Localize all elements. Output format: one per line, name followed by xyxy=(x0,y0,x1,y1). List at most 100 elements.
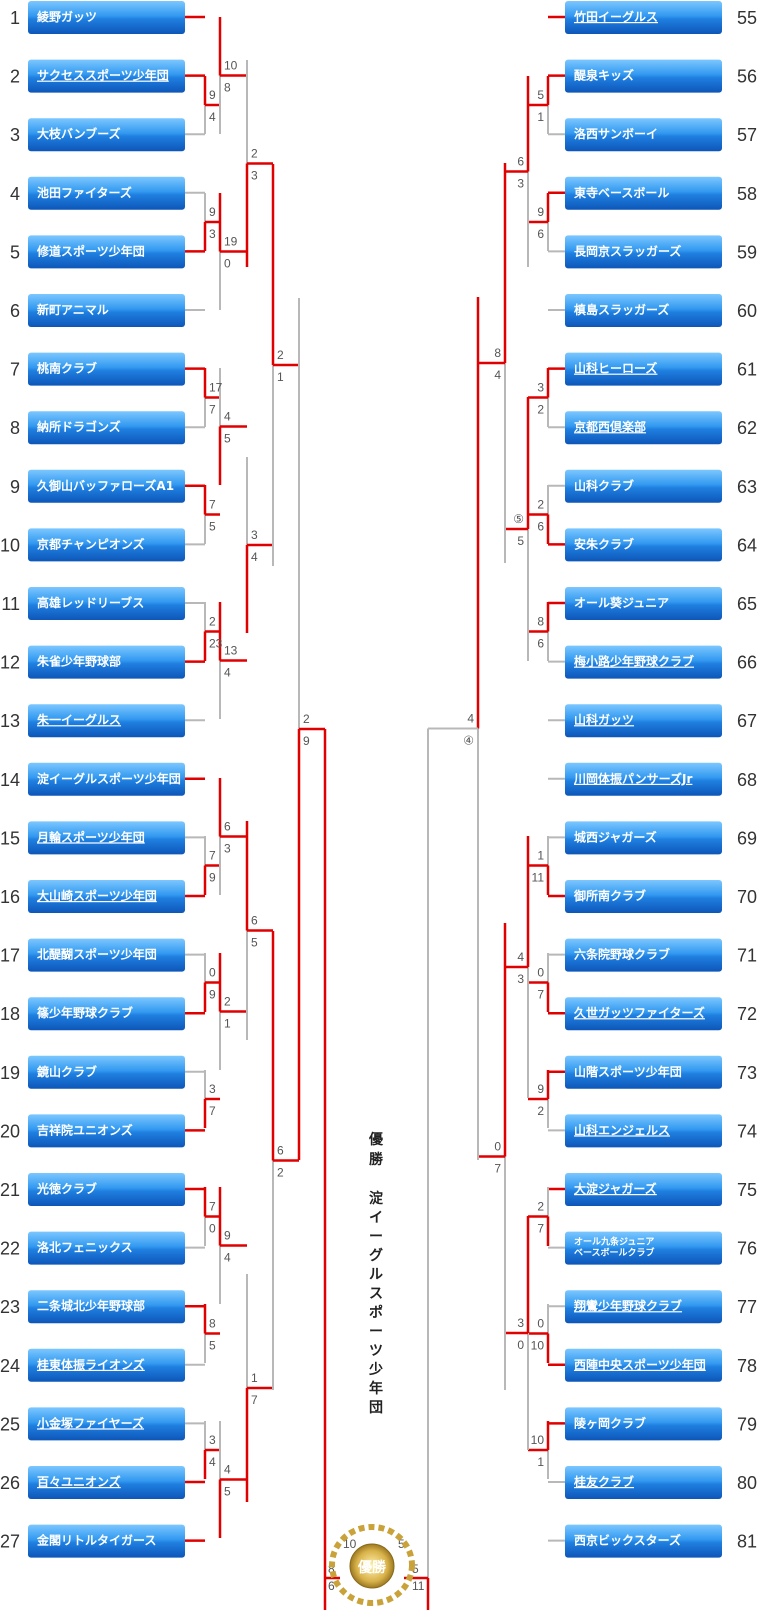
team-box[interactable] xyxy=(28,762,185,796)
team-box[interactable] xyxy=(565,762,722,796)
team-box[interactable] xyxy=(565,1055,722,1089)
team-box[interactable] xyxy=(565,118,722,152)
team-box[interactable] xyxy=(28,352,185,386)
team-box[interactable] xyxy=(565,235,722,269)
team-box[interactable] xyxy=(565,59,722,93)
team-box[interactable] xyxy=(565,938,722,972)
team-box[interactable] xyxy=(565,880,722,913)
team-box[interactable] xyxy=(28,1055,185,1089)
team-box[interactable] xyxy=(28,1524,185,1558)
team-box[interactable] xyxy=(28,1407,185,1441)
team-box[interactable] xyxy=(28,469,185,503)
team-name[interactable]: 梅小路少年野球クラブ xyxy=(574,654,694,669)
team-box[interactable] xyxy=(28,294,185,327)
team-name[interactable]: 翔鸞少年野球クラブ xyxy=(573,1298,682,1313)
team-name[interactable]: 月輪スポーツ少年団 xyxy=(36,829,145,844)
team-name[interactable]: 竹田イーグルス xyxy=(573,9,658,24)
team-box[interactable] xyxy=(565,1466,722,1499)
team-box[interactable] xyxy=(565,1524,722,1558)
team-box[interactable] xyxy=(565,587,722,620)
team-box[interactable] xyxy=(28,938,185,972)
team-box[interactable] xyxy=(28,821,185,855)
team-name[interactable]: 京都西倶楽部 xyxy=(574,419,646,434)
team-name[interactable]: 山科エンジェルス xyxy=(574,1122,670,1137)
team-box[interactable] xyxy=(28,587,185,620)
team-box[interactable] xyxy=(28,1466,185,1499)
team-box[interactable] xyxy=(28,1290,185,1324)
team-box[interactable] xyxy=(28,645,185,679)
team-name[interactable]: 朱一イーグルス xyxy=(37,712,121,727)
team-box[interactable] xyxy=(565,528,722,562)
team-name[interactable]: サクセススポーツ少年団 xyxy=(37,68,169,83)
team-box[interactable] xyxy=(565,1290,722,1324)
team-box[interactable] xyxy=(28,1348,185,1382)
team-box[interactable] xyxy=(28,1,185,34)
team-box[interactable] xyxy=(565,1407,722,1441)
team-box[interactable] xyxy=(565,294,722,327)
team-name[interactable]: 川岡体振パンサーズJr xyxy=(573,771,692,786)
team-box[interactable] xyxy=(565,997,722,1031)
team-box[interactable] xyxy=(28,176,185,210)
team-box[interactable] xyxy=(28,880,185,913)
team-name[interactable]: 大山崎スポーツ少年団 xyxy=(37,888,157,903)
team-box[interactable] xyxy=(565,704,722,738)
team-box[interactable] xyxy=(28,118,185,152)
team-box[interactable] xyxy=(28,235,185,269)
team-box[interactable] xyxy=(565,1231,722,1265)
team-name[interactable]: 久世ガッツファイターズ xyxy=(574,1005,705,1020)
team-name[interactable]: 百々ユニオンズ xyxy=(37,1474,121,1489)
team-box[interactable] xyxy=(28,528,185,562)
team-box[interactable] xyxy=(565,1348,722,1382)
team-name[interactable]: 西陣中央スポーツ少年団 xyxy=(574,1357,706,1372)
team-name[interactable]: 小金塚ファイヤーズ xyxy=(37,1415,144,1430)
team-name[interactable]: 山科ガッツ xyxy=(574,712,634,727)
team-box[interactable] xyxy=(565,1114,722,1148)
team-box[interactable] xyxy=(565,176,722,210)
team-box[interactable] xyxy=(28,411,185,445)
team-box[interactable] xyxy=(565,469,722,503)
team-box[interactable] xyxy=(28,1173,185,1206)
team-name[interactable]: 桂東体振ライオンズ xyxy=(36,1357,145,1372)
